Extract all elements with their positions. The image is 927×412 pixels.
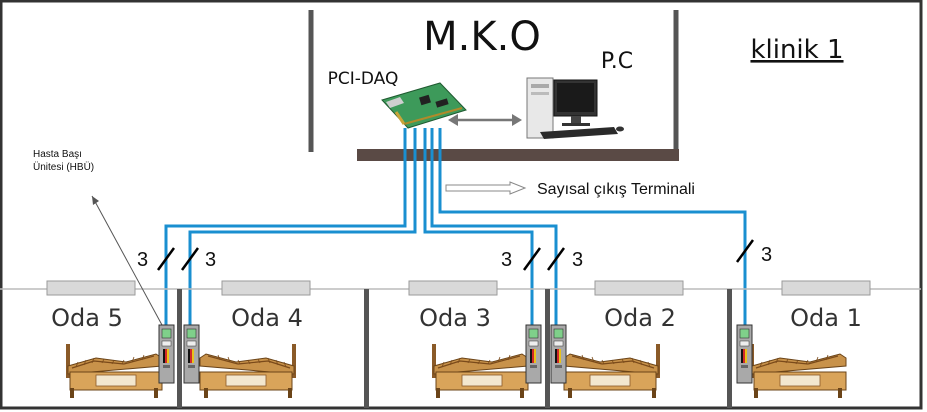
room-walls bbox=[177, 289, 732, 408]
pc-icon bbox=[526, 77, 624, 139]
hbu-unit-room1 bbox=[736, 324, 753, 384]
bed-room4 bbox=[199, 343, 297, 399]
ceiling-lights bbox=[46, 280, 871, 296]
mko-room bbox=[308, 10, 679, 161]
bed-room5 bbox=[65, 343, 163, 399]
hbu-pointer bbox=[91, 195, 163, 326]
bus-count-label: 3 bbox=[137, 249, 148, 271]
hbu-unit-room3 bbox=[525, 324, 542, 384]
hbu-unit-room5 bbox=[158, 324, 175, 384]
bus-count-label: 3 bbox=[761, 244, 772, 266]
terminal-label: Sayısal çıkış Terminali bbox=[537, 181, 695, 198]
room-label-1: Oda 1 bbox=[790, 304, 862, 332]
bus-count-label: 3 bbox=[572, 249, 583, 271]
bed-room2 bbox=[563, 343, 661, 399]
bed-room1 bbox=[749, 343, 847, 399]
room-label-3: Oda 3 bbox=[419, 304, 491, 332]
mko-title: M.K.O bbox=[423, 14, 541, 60]
terminal-arrow bbox=[445, 181, 527, 195]
data-link-arrow bbox=[448, 114, 522, 126]
daq-label: PCI-DAQ bbox=[328, 69, 399, 89]
bus-count-label: 3 bbox=[501, 249, 512, 271]
room-label-4: Oda 4 bbox=[231, 304, 303, 332]
daq-card-icon bbox=[381, 82, 467, 129]
hbu-label-line2: Ünitesi (HBÜ) bbox=[33, 161, 94, 173]
pc-label: P.C bbox=[601, 49, 633, 74]
bus-count-label: 3 bbox=[205, 249, 216, 271]
bed-room3 bbox=[431, 343, 529, 399]
room-label-2: Oda 2 bbox=[604, 304, 676, 332]
hbu-label-line1: Hasta Başı bbox=[33, 149, 82, 160]
cable-bundle bbox=[164, 128, 747, 325]
bus-markers bbox=[156, 239, 755, 271]
hbu-unit-room4 bbox=[183, 324, 200, 384]
hbu-unit-room2 bbox=[550, 324, 567, 384]
clinic-label: klinik 1 bbox=[750, 35, 843, 65]
room-label-5: Oda 5 bbox=[51, 304, 123, 332]
